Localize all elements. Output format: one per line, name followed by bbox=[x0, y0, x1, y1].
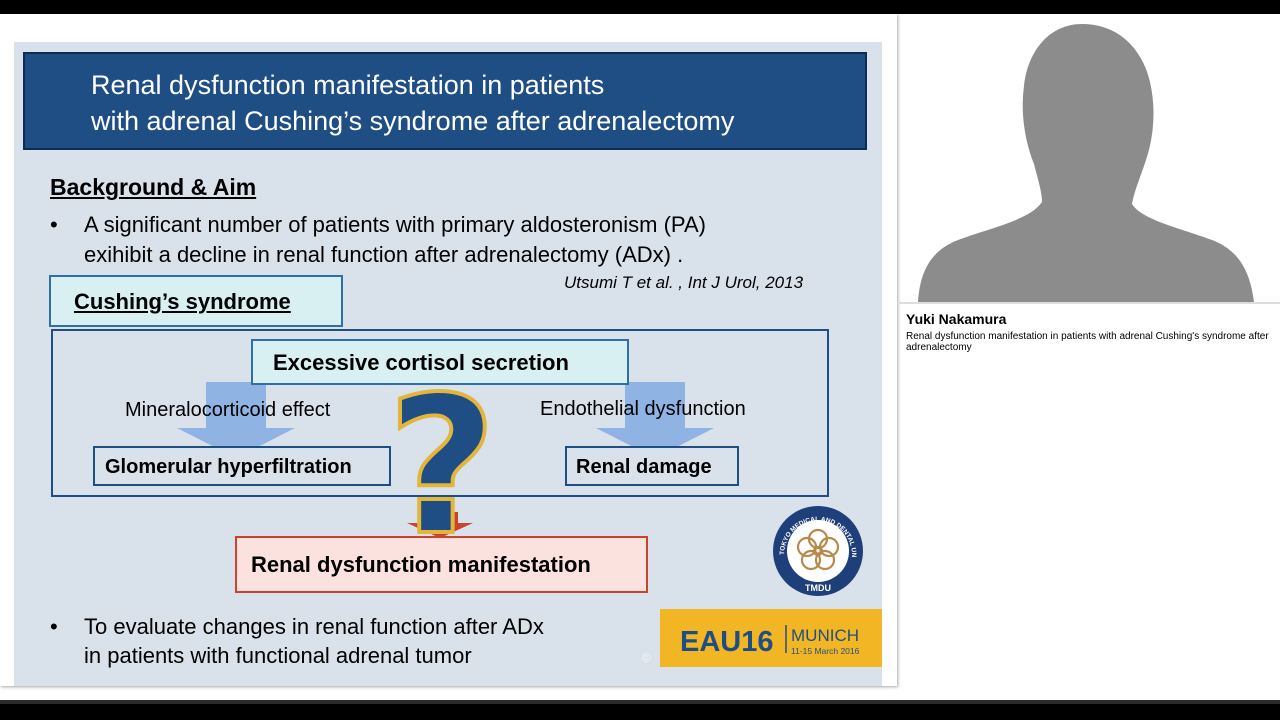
red-arrow-down bbox=[407, 512, 473, 538]
slide: Renal dysfunction manifestation in patie… bbox=[14, 42, 882, 686]
speaker-video-panel bbox=[910, 14, 1280, 302]
renal-dysfunction-label: Renal dysfunction manifestation bbox=[251, 552, 591, 577]
mineralocorticoid-effect-label: Mineralocorticoid effect bbox=[125, 399, 331, 421]
glomerular-hyperfiltration-label: Glomerular hyperfiltration bbox=[105, 456, 352, 478]
endothelial-dysfunction-label: Endothelial dysfunction bbox=[540, 398, 746, 420]
speaker-silhouette-avatar bbox=[918, 24, 1254, 302]
eau16-munich-logo: EAU16 MUNICH 11-15 March 2016 bbox=[660, 609, 882, 667]
background-heading: Background & Aim bbox=[50, 174, 257, 200]
cortisol-secretion-box: Excessive cortisol secretion bbox=[251, 339, 629, 385]
slide-panel: Renal dysfunction manifestation in patie… bbox=[0, 14, 897, 686]
slide-title-banner: Renal dysfunction manifestation in patie… bbox=[23, 52, 867, 150]
speaker-description: Renal dysfunction manifestation in patie… bbox=[906, 331, 1269, 353]
renal-damage-label: Renal damage bbox=[576, 456, 712, 478]
cushing-syndrome-label: Cushing’s syndrome bbox=[74, 289, 291, 314]
svg-text:?: ? bbox=[387, 382, 497, 552]
glomerular-hyperfiltration-box: Glomerular hyperfiltration bbox=[93, 446, 391, 486]
mechanism-diagram-frame bbox=[51, 329, 829, 497]
bullet-1-line-2: exihibit a decline in renal function aft… bbox=[84, 242, 684, 267]
question-mark-graphic: ? bbox=[385, 382, 499, 552]
speaker-name: Yuki Nakamura bbox=[906, 311, 1007, 327]
cushing-syndrome-box: Cushing’s syndrome bbox=[49, 275, 343, 327]
svg-text:MUNICH: MUNICH bbox=[791, 626, 859, 645]
copyright-mark: © bbox=[642, 651, 651, 665]
bullet-2-line-2: in patients with functional adrenal tumo… bbox=[84, 643, 472, 668]
svg-text:TMDU: TMDU bbox=[805, 583, 831, 593]
bullet-1-line-1: A significant number of patients with pr… bbox=[84, 212, 706, 237]
svg-text:EAU16: EAU16 bbox=[680, 626, 774, 658]
cortisol-secretion-label: Excessive cortisol secretion bbox=[273, 350, 569, 375]
bottom-edge-line bbox=[0, 700, 1280, 704]
slide-title-line-1: Renal dysfunction manifestation in patie… bbox=[91, 70, 605, 100]
bullet-2-line-1: To evaluate changes in renal function af… bbox=[84, 614, 544, 639]
citation: Utsumi T et al. , Int J Urol, 2013 bbox=[564, 273, 804, 292]
bottom-letterbox-bar bbox=[0, 704, 1280, 720]
svg-text:11-15 March 2016: 11-15 March 2016 bbox=[791, 646, 860, 656]
bullet-marker-2: • bbox=[50, 614, 58, 639]
slide-title-line-2: with adrenal Cushing’s syndrome after ad… bbox=[91, 106, 735, 136]
tmdu-seal-logo: TOKYO MEDICAL AND DENTAL UNIVERSITY TMDU bbox=[772, 505, 863, 596]
panel-divider bbox=[897, 302, 1280, 304]
bullet-marker-1: • bbox=[50, 212, 58, 237]
top-letterbox-bar bbox=[0, 0, 1280, 14]
renal-damage-box: Renal damage bbox=[565, 446, 739, 486]
renal-dysfunction-box: Renal dysfunction manifestation bbox=[235, 536, 648, 593]
